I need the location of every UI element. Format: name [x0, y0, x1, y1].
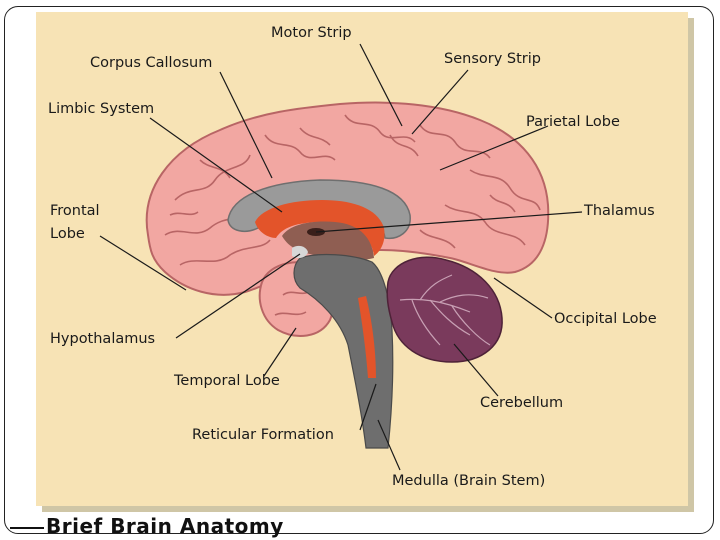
label-cerebellum: Cerebellum — [480, 395, 564, 411]
label-limbic-system: Limbic System — [48, 101, 155, 117]
cerebellum-arbor — [399, 274, 491, 346]
caption-rule — [10, 527, 44, 529]
cerebellum — [386, 256, 503, 363]
brainstem — [293, 253, 394, 449]
label-reticular-formation: Reticular Formation — [192, 427, 334, 443]
label-occipital-lobe: Occipital Lobe — [554, 311, 657, 327]
limbic-system — [255, 200, 385, 256]
label-thalamus: Thalamus — [584, 203, 655, 219]
gyri-lines — [164, 114, 541, 316]
hypothalamus-region — [292, 245, 308, 259]
label-sensory-strip: Sensory Strip — [444, 51, 541, 67]
label-corpus-callosum: Corpus Callosum — [90, 55, 213, 71]
label-parietal-lobe: Parietal Lobe — [526, 114, 620, 130]
label-medulla: Medulla (Brain Stem) — [392, 473, 546, 489]
label-hypothalamus: Hypothalamus — [50, 331, 156, 347]
leader-lines — [99, 43, 583, 471]
label-temporal-lobe: Temporal Lobe — [174, 373, 280, 389]
label-frontal-lobe-line2: Lobe — [50, 226, 85, 242]
label-motor-strip: Motor Strip — [271, 25, 352, 41]
brainstem-orange-stripe — [358, 296, 376, 378]
slide-frame — [4, 6, 714, 534]
label-frontal-lobe-line1: Frontal — [50, 203, 100, 219]
slide-caption: Brief Brain Anatomy — [46, 514, 284, 538]
